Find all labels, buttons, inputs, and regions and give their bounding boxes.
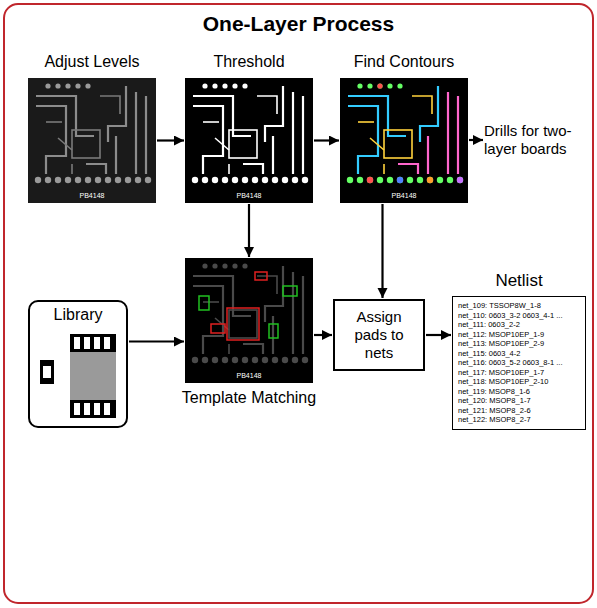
flow-arrow: [469, 139, 483, 141]
pcb-adjusted-image: [28, 78, 156, 203]
note-text: Drills for two-layer boards: [484, 122, 584, 158]
output-note: Drills for two-layer boards: [484, 122, 584, 158]
image-panel: Adjust LevelsPB4148: [28, 78, 156, 203]
flow-arrow: [157, 139, 184, 141]
pcb-contours-image: [340, 78, 468, 203]
flow-arrow: [248, 204, 250, 257]
image-panel: ThresholdPB4148: [185, 78, 313, 203]
netlist-entry: net_113: MSOP10EP_2-9: [458, 339, 580, 349]
netlist-entry: net_120: MSOP8_1-7: [458, 396, 580, 406]
image-panel: Find ContoursPB4148: [340, 78, 468, 203]
process-box: Assign pads to nets: [333, 299, 425, 371]
netlist-entry: net_110: 0603_3-2 0603_4-1 ...: [458, 311, 580, 321]
netlist-entry: net_111: 0603_2-2: [458, 320, 580, 330]
box-text: Assign pads to nets: [341, 308, 417, 362]
netlist-entry: net_109: TSSOP8W_1-8: [458, 301, 580, 311]
box-heading: Library: [30, 306, 126, 324]
flow-arrow: [314, 334, 332, 336]
board-marking: PB4148: [185, 372, 313, 380]
netlist-entry: net_112: MSOP10EP_1-9: [458, 330, 580, 340]
board-marking: PB4148: [340, 192, 468, 200]
netlist-entry: net_118: MSOP10EP_2-10: [458, 377, 580, 387]
netlist-entry: net_119: MSOP8_1-6: [458, 387, 580, 397]
panel-heading: Find Contours: [320, 53, 488, 71]
flow-arrow: [426, 334, 451, 336]
netlist-entry: net_121: MSOP8_2-6: [458, 406, 580, 416]
flow-arrow: [314, 139, 339, 141]
flow-arrow: [129, 340, 184, 342]
pcb-template-image: [185, 258, 313, 383]
panel-heading: Adjust Levels: [8, 53, 176, 71]
netlist-entry: net_117: MSOP10EP_1-7: [458, 368, 580, 378]
netlist-entry: net_115: 0603_4-2: [458, 349, 580, 359]
flow-arrow: [381, 204, 383, 298]
board-marking: PB4148: [28, 192, 156, 200]
library-icons: [40, 334, 116, 418]
box-heading: Netlist: [453, 271, 585, 291]
panel-heading: Threshold: [165, 53, 333, 71]
netlist-entry: net_116: 0603_5-2 0603_8-1 ...: [458, 358, 580, 368]
outer-frame: [4, 4, 593, 603]
netlist-box: Netlistnet_109: TSSOP8W_1-8net_110: 0603…: [452, 296, 586, 430]
panel-heading: Template Matching: [165, 389, 333, 407]
image-panel: Template MatchingPB4148: [185, 258, 313, 383]
pcb-threshold-image: [185, 78, 313, 203]
board-marking: PB4148: [185, 192, 313, 200]
netlist-entry: net_122: MSOP8_2-7: [458, 415, 580, 425]
library-box: Library: [28, 300, 128, 428]
diagram-title: One-Layer Process: [0, 12, 597, 36]
